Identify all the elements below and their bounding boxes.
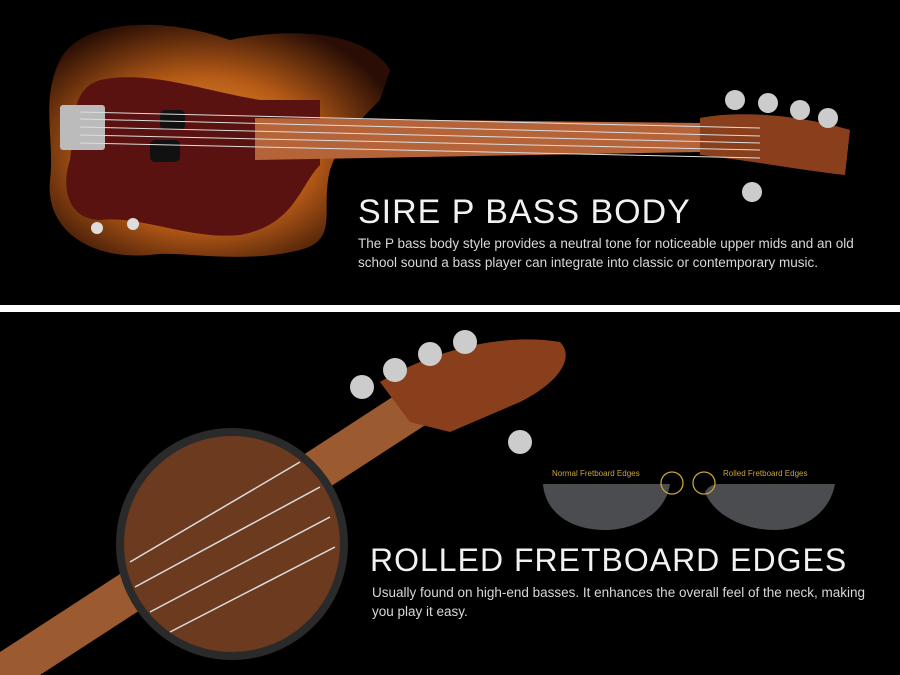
section-divider <box>0 305 900 312</box>
rolled-edges-label: Rolled Fretboard Edges <box>723 469 808 478</box>
fretboard-section-title: ROLLED FRETBOARD EDGES <box>370 542 848 578</box>
fretboard-section-description: Usually found on high-end basses. It enh… <box>372 585 866 619</box>
body-section: SIRE P BASS BODY The P bass body style p… <box>0 0 900 305</box>
body-section-title: SIRE P BASS BODY <box>358 193 691 231</box>
body-section-description: The P bass body style provides a neutral… <box>358 236 854 270</box>
rolled-edge-highlight <box>692 471 716 495</box>
normal-edges-label: Normal Fretboard Edges <box>552 469 640 478</box>
bass-guitar-image <box>49 24 850 257</box>
normal-edge-highlight <box>660 471 684 495</box>
fretboard-section: Normal Fretboard Edges Rolled Fretboard … <box>0 312 900 675</box>
fretboard-closeup-image <box>0 330 835 675</box>
